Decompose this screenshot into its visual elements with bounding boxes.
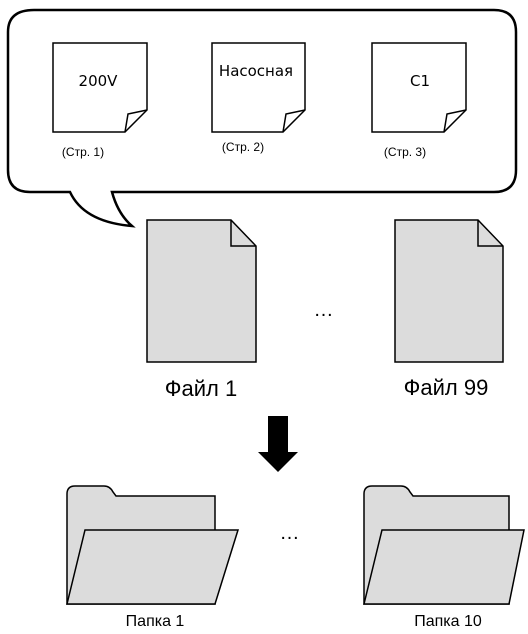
page-2-fold <box>282 109 306 133</box>
page-1-icon <box>52 42 148 133</box>
folder-10-label: Папка 10 <box>414 613 482 630</box>
folders-ellipsis: … <box>279 522 301 544</box>
page-2-text: Насосная <box>218 62 294 80</box>
file-1-label: Файл 1 <box>164 376 238 401</box>
page-1-text: 200V <box>78 72 118 90</box>
page-3-icon <box>371 42 467 133</box>
page-1-ref: (Стр. 1) <box>61 145 105 159</box>
page-3-ref: (Стр. 3) <box>383 145 427 159</box>
files-ellipsis: … <box>313 299 335 321</box>
page-3-text: C1 <box>409 72 431 90</box>
file-99-fold <box>477 220 503 247</box>
folder-10-front <box>363 529 525 605</box>
page-2-ref: (Стр. 2) <box>221 140 265 154</box>
file-1-fold <box>230 220 256 247</box>
page-3-fold <box>443 109 467 133</box>
page-1-fold <box>124 109 148 133</box>
page-2-icon <box>211 42 306 133</box>
file-1-icon <box>146 219 257 363</box>
file-99-label: Файл 99 <box>403 375 489 400</box>
folder-1-front <box>66 529 240 605</box>
down-arrow-icon <box>258 416 298 472</box>
folder-1-label: Папка 1 <box>125 613 185 630</box>
file-99-icon <box>394 219 504 363</box>
